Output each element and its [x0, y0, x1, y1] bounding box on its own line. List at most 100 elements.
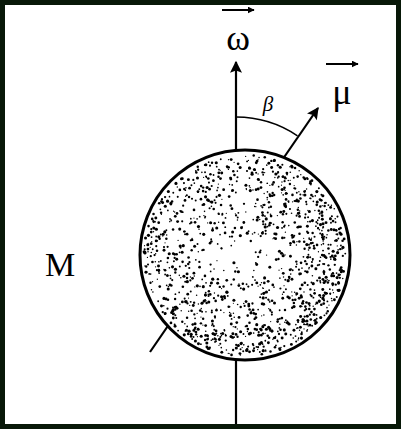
stipple-dot: [151, 218, 154, 221]
stipple-dot: [147, 234, 150, 237]
stipple-dot: [174, 268, 177, 271]
stipple-dot: [327, 244, 329, 246]
stipple-dot: [174, 293, 176, 295]
stipple-dot: [236, 267, 238, 269]
stipple-dot: [310, 242, 313, 245]
stipple-dot: [268, 336, 271, 339]
stipple-dot: [216, 282, 219, 285]
stipple-dot: [261, 171, 263, 173]
stipple-dot: [187, 333, 190, 336]
stipple-dot: [196, 243, 198, 245]
stipple-dot: [230, 313, 231, 314]
stipple-dot: [228, 169, 229, 170]
stipple-dot: [217, 213, 219, 215]
stipple-dot: [322, 205, 323, 206]
stipple-dot: [311, 261, 313, 263]
stipple-dot: [167, 257, 170, 260]
stipple-dot: [320, 199, 323, 202]
stipple-dot: [273, 286, 275, 288]
stipple-dot: [198, 251, 199, 252]
stipple-dot: [304, 315, 306, 317]
stipple-dot: [155, 245, 157, 247]
stipple-dot: [217, 278, 219, 280]
stipple-dot: [284, 254, 285, 255]
stipple-dot: [219, 234, 221, 236]
stipple-dot: [244, 305, 246, 307]
stipple-dot: [294, 292, 295, 293]
stipple-dot: [157, 279, 158, 280]
stipple-dot: [298, 273, 301, 276]
stipple-dot: [239, 166, 242, 169]
stipple-dot: [194, 322, 197, 325]
stipple-dot: [218, 183, 219, 184]
stipple-dot: [291, 295, 292, 296]
stipple-dot: [296, 226, 299, 229]
stipple-dot: [192, 329, 195, 332]
stipple-dot: [293, 221, 296, 224]
stipple-dot: [301, 302, 304, 305]
mass-label: M: [45, 248, 75, 282]
stipple-dot: [221, 335, 223, 337]
stipple-dot: [261, 325, 264, 328]
stipple-dot: [289, 208, 291, 210]
stipple-dot: [299, 305, 302, 308]
stipple-dot: [329, 206, 332, 209]
stipple-dot: [313, 247, 316, 250]
stipple-dot: [158, 285, 161, 288]
stipple-dot: [291, 307, 293, 309]
stipple-dot: [281, 227, 283, 229]
stipple-dot: [233, 174, 236, 177]
stipple-dot: [246, 232, 249, 235]
stipple-dot: [240, 348, 242, 350]
stipple-dot: [314, 267, 317, 270]
stipple-dot: [233, 336, 235, 338]
stipple-dot: [269, 350, 271, 352]
stipple-dot: [312, 220, 313, 221]
stipple-dot: [260, 181, 262, 183]
stipple-dot: [298, 240, 301, 243]
stipple-dot: [246, 189, 247, 190]
stipple-dot: [190, 239, 192, 241]
stipple-dot: [306, 244, 308, 246]
stipple-dot: [322, 243, 324, 245]
stipple-dot: [255, 172, 257, 174]
stipple-dot: [254, 279, 256, 281]
stipple-dot: [279, 277, 281, 279]
stipple-dot: [200, 322, 202, 324]
stipple-dot: [209, 201, 211, 203]
stipple-dot: [193, 272, 196, 275]
stipple-dot: [224, 226, 226, 228]
stipple-dot: [311, 219, 314, 222]
stipple-dot: [201, 204, 203, 206]
stipple-dot: [297, 321, 299, 323]
stipple-dot: [209, 207, 211, 209]
stipple-dot: [325, 256, 328, 259]
stipple-dot: [187, 256, 190, 259]
stipple-dot: [145, 265, 147, 267]
stipple-dot: [335, 283, 337, 285]
stipple-dot: [162, 311, 164, 313]
stipple-dot: [210, 238, 212, 240]
stipple-dot: [305, 263, 308, 266]
stipple-dot: [166, 274, 168, 276]
stipple-dot: [213, 174, 215, 176]
stipple-dot: [269, 301, 271, 303]
stipple-dot: [255, 203, 257, 205]
stipple-dot: [249, 187, 250, 188]
stipple-dot: [337, 289, 340, 292]
stipple-dot: [296, 241, 297, 242]
stipple-dot: [182, 285, 185, 288]
stipple-dot: [285, 288, 287, 290]
stipple-dot: [233, 313, 234, 314]
stipple-dot: [254, 328, 257, 331]
stipple-dot: [178, 228, 181, 231]
sphere-dots: [143, 154, 347, 356]
stipple-dot: [260, 334, 263, 337]
stipple-dot: [320, 194, 322, 196]
stipple-dot: [166, 246, 168, 248]
stipple-dot: [209, 221, 212, 224]
stipple-dot: [172, 192, 174, 194]
stipple-dot: [316, 191, 317, 192]
stipple-dot: [320, 257, 321, 258]
stipple-dot: [152, 213, 155, 216]
